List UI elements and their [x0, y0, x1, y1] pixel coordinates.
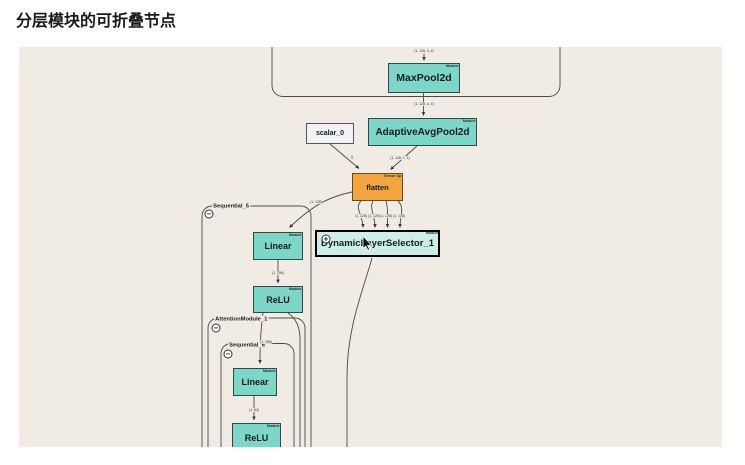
node-type-tag: Module	[262, 369, 275, 373]
node-flatten[interactable]: Tensor Op flatten	[352, 173, 403, 201]
node-label: Linear	[241, 377, 269, 387]
node-type-tag: Tensor Op	[383, 174, 401, 178]
node-label: Linear	[264, 241, 292, 251]
node-linear-2[interactable]: Module Linear	[233, 368, 277, 396]
edge-label: (1, 128, 4, 4)	[413, 48, 435, 53]
edge-label: (1, 128)	[354, 214, 368, 218]
node-dynamic-layer-selector-1[interactable]: Module DynamicLayerSelector_1 +	[315, 230, 440, 257]
cluster-label-attention-module-1: AttentionModule_1	[214, 315, 269, 322]
edge-label: (1, 256)	[259, 340, 273, 344]
node-linear-1[interactable]: Module Linear	[253, 232, 303, 260]
edge-label: (1, 128, 1, 1)	[389, 156, 411, 160]
edge-label: (1, 64)	[248, 408, 260, 412]
edge-label: (1, 128)	[379, 214, 393, 218]
edge-label: (1, 256)	[271, 271, 285, 275]
node-label: ReLU	[266, 294, 290, 305]
node-scalar-0[interactable]: scalar_0	[306, 123, 354, 144]
cluster-sequential-5-border[interactable]	[201, 205, 312, 447]
node-adaptive-avg-pool2d[interactable]: Module AdaptiveAvgPool2d	[368, 118, 477, 146]
graph-canvas[interactable]: Module MaxPool2d Module AdaptiveAvgPool2…	[19, 47, 722, 447]
node-label: flatten	[366, 182, 389, 192]
mouse-cursor	[362, 234, 373, 251]
node-label: MaxPool2d	[396, 72, 452, 84]
node-relu-1[interactable]: Module ReLU	[253, 286, 303, 313]
node-type-tag: Module	[288, 287, 301, 291]
node-type-tag: Module	[288, 233, 301, 237]
collapse-icon-attention-module-1[interactable]: −	[211, 323, 221, 333]
node-label: AdaptiveAvgPool2d	[375, 126, 470, 138]
expand-icon[interactable]: +	[321, 234, 331, 244]
cluster-label-sequential-6: Sequential_6	[228, 341, 267, 348]
page-title: 分层模块的可折叠节点	[16, 13, 177, 30]
cluster-top-border	[271, 47, 561, 97]
collapse-icon-sequential-6[interactable]: −	[223, 349, 233, 359]
node-type-tag: Module	[462, 119, 475, 123]
edge-label: (1, 128)	[309, 199, 323, 204]
collapse-icon-sequential-5[interactable]: −	[204, 209, 214, 219]
cluster-label-sequential-5: Sequential_5	[212, 202, 251, 210]
edge-label: (1, 128, 4, 4)	[413, 101, 435, 106]
node-maxpool2d[interactable]: Module MaxPool2d	[388, 63, 460, 93]
edge-label: (1, 128)	[367, 214, 380, 218]
node-type-tag: Module	[445, 64, 458, 68]
node-label: DynamicLayerSelector_1	[320, 238, 434, 249]
node-relu-2[interactable]: Module ReLU	[232, 423, 281, 447]
node-type-tag: Module	[266, 424, 279, 428]
edge-label: ()	[350, 155, 354, 159]
node-label: scalar_0	[315, 130, 345, 137]
edge-label: (1, 128)	[392, 214, 405, 218]
node-label: ReLU	[244, 433, 269, 443]
node-type-tag: Module	[425, 231, 438, 235]
